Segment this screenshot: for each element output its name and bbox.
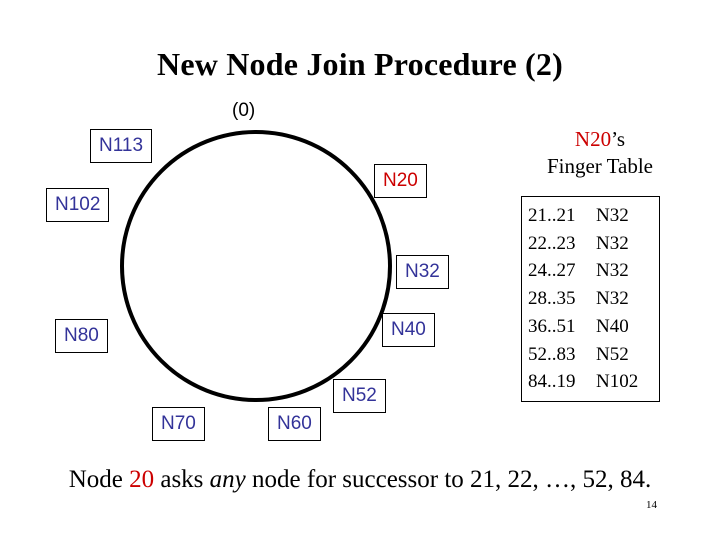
ring-node-n52[interactable]: N52 — [333, 379, 386, 413]
finger-table-row: 52..83 N52 — [528, 341, 659, 369]
finger-table-successor: N32 — [596, 260, 629, 282]
caption-part1: Node — [68, 466, 130, 493]
finger-table-row: 36..51 N40 — [528, 313, 659, 341]
slide-caption: Node 20 asks any node for successor to 2… — [0, 466, 720, 494]
page-title: New Node Join Procedure (2) — [157, 46, 563, 82]
finger-table-successor: N32 — [596, 232, 629, 254]
finger-table-range: 28..35 — [528, 288, 576, 310]
ring-node-n102[interactable]: N102 — [46, 188, 110, 222]
finger-table-range: 21..21 — [528, 205, 576, 226]
ring-node-n70[interactable]: N70 — [152, 407, 205, 441]
caption-part2: asks — [154, 466, 210, 493]
finger-table-row: 84..19 N102 — [528, 368, 659, 396]
caption-part3: node for successor to 21, 22, …, 52, 84. — [245, 466, 652, 493]
finger-table-successor: N52 — [596, 343, 629, 365]
ring-origin-label: (0) — [232, 100, 256, 121]
chord-ring-circle — [120, 130, 392, 402]
finger-table-row: 21..21 N32 — [528, 202, 659, 230]
finger-table-range: 52..83 — [528, 343, 576, 365]
finger-table-successor: N32 — [596, 288, 629, 310]
finger-table-successor: N102 — [596, 371, 639, 393]
ring-node-n113[interactable]: N113 — [90, 129, 153, 163]
page-number: 14 — [646, 499, 657, 511]
caption-highlight-node: 20 — [129, 466, 155, 493]
finger-table-row: 28..35 N32 — [528, 285, 659, 313]
ring-node-n20[interactable]: N20 — [374, 164, 427, 198]
finger-table-owner: N20 — [574, 127, 612, 151]
finger-table-row: 22..23 N32 — [528, 230, 659, 258]
finger-table-panel: N20’s Finger Table — [500, 126, 700, 179]
finger-table-range: 84..19 — [528, 371, 576, 393]
finger-table-range: 24..27 — [528, 260, 576, 282]
finger-table-owner-suffix: ’s — [611, 127, 626, 151]
ring-node-n32[interactable]: N32 — [396, 255, 449, 289]
finger-table-range: 22..23 — [528, 232, 576, 254]
finger-table-successor: N32 — [596, 205, 629, 226]
finger-table-heading-line2: Finger Table — [546, 153, 654, 178]
finger-table-range: 36..51 — [528, 315, 576, 337]
ring-node-n60[interactable]: N60 — [268, 407, 321, 441]
finger-table-successor: N40 — [596, 315, 629, 337]
caption-emphasis: any — [209, 466, 246, 493]
finger-table-row: 24..27 N32 — [528, 257, 659, 285]
ring-node-n80[interactable]: N80 — [55, 319, 108, 353]
finger-table-heading: N20’s Finger Table — [500, 126, 700, 179]
ring-node-n40[interactable]: N40 — [382, 313, 435, 347]
